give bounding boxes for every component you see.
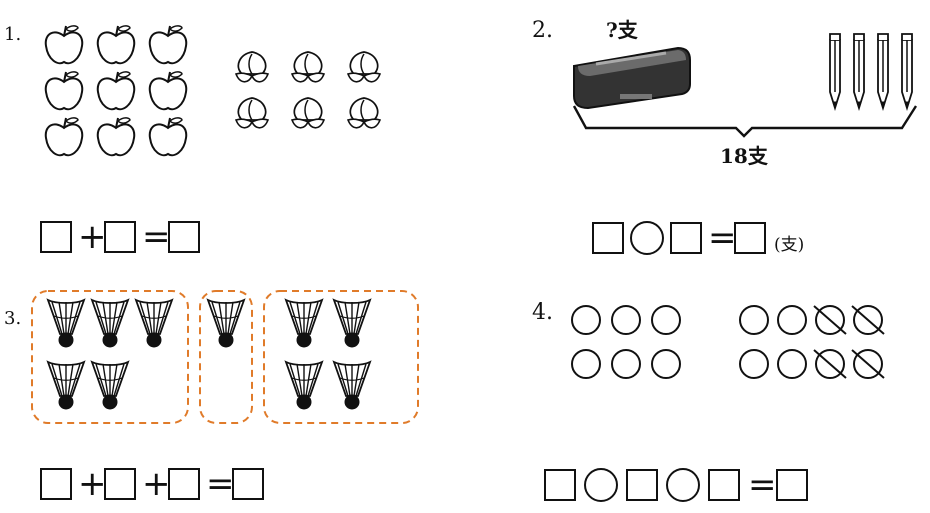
crossed-circle-icon	[813, 305, 847, 335]
pencil-icon	[853, 33, 865, 112]
answer-box[interactable]	[670, 222, 702, 254]
circle-icon	[777, 305, 807, 335]
circle-icon	[611, 305, 641, 335]
peach-grid	[234, 51, 382, 129]
answer-box[interactable]	[626, 469, 658, 501]
apple-grid	[44, 25, 188, 157]
dashed-group-frame	[31, 290, 189, 424]
shuttlecock-icon	[46, 298, 86, 348]
answer-box[interactable]	[708, 469, 740, 501]
equals-sign: =	[748, 465, 777, 505]
circle-icon	[739, 305, 769, 335]
circle-icon	[739, 349, 769, 379]
pencil-icon	[901, 33, 913, 112]
equation-4: =	[544, 468, 808, 502]
apple-icon	[44, 25, 84, 65]
problem-1-label: 1.	[4, 24, 22, 45]
answer-box[interactable]	[40, 468, 72, 500]
problem-3-label: 3.	[4, 308, 22, 329]
answer-box[interactable]	[734, 222, 766, 254]
total-label: 18支	[720, 144, 768, 168]
apple-icon	[96, 71, 136, 111]
peach-icon	[234, 51, 270, 83]
circle-icon	[777, 349, 807, 379]
pencil-group	[829, 33, 913, 112]
apple-icon	[148, 71, 188, 111]
circle-icon	[651, 349, 681, 379]
question-label: ?支	[606, 18, 638, 42]
equation-2: = (支)	[592, 221, 804, 255]
pencil-icon	[829, 33, 841, 112]
answer-box[interactable]	[40, 221, 72, 253]
shuttlecock-icon	[332, 298, 372, 348]
plus-sign: +	[78, 464, 107, 504]
crossed-circle-icon	[813, 349, 847, 379]
apple-icon	[96, 25, 136, 65]
problem-2-label: 2.	[532, 18, 553, 43]
equals-sign: =	[708, 218, 737, 258]
answer-box[interactable]	[232, 468, 264, 500]
equation-1: + =	[40, 217, 200, 257]
apple-icon	[96, 117, 136, 157]
crossed-circle-icon	[851, 349, 885, 379]
circle-icon	[571, 305, 601, 335]
plus-sign: +	[78, 217, 107, 257]
operator-circle[interactable]	[584, 468, 618, 502]
answer-box[interactable]	[544, 469, 576, 501]
unit-label: (支)	[774, 235, 805, 255]
peach-icon	[234, 97, 270, 129]
brace	[572, 105, 918, 138]
shuttlecock-icon	[284, 360, 324, 410]
circle-groups	[571, 305, 885, 379]
circle-icon	[651, 305, 681, 335]
shuttlecock-icon	[46, 360, 86, 410]
apple-icon	[148, 25, 188, 65]
shuttlecock-icon	[90, 298, 130, 348]
answer-box[interactable]	[168, 221, 200, 253]
operator-circle[interactable]	[666, 468, 700, 502]
shuttlecock-icon	[90, 360, 130, 410]
peach-icon	[290, 97, 326, 129]
answer-box[interactable]	[104, 221, 136, 253]
pencil-icon	[877, 33, 889, 112]
dashed-group-frame	[263, 290, 419, 424]
equals-sign: =	[206, 464, 235, 504]
answer-box[interactable]	[104, 468, 136, 500]
circle-icon	[611, 349, 641, 379]
shuttlecock-icon	[134, 298, 174, 348]
peach-icon	[346, 97, 382, 129]
shuttlecock-groups	[31, 290, 419, 424]
problem-4-label: 4.	[532, 300, 553, 325]
plus-sign: +	[142, 464, 171, 504]
shuttlecock-icon	[284, 298, 324, 348]
equation-3: + + =	[40, 464, 264, 504]
equals-sign: =	[142, 217, 171, 257]
answer-box[interactable]	[776, 469, 808, 501]
apple-icon	[44, 71, 84, 111]
apple-icon	[44, 117, 84, 157]
pencil-case-icon	[573, 46, 691, 110]
crossed-circle-icon	[851, 305, 885, 335]
shuttlecock-icon	[332, 360, 372, 410]
apple-icon	[148, 117, 188, 157]
dashed-group-frame	[199, 290, 253, 424]
peach-icon	[290, 51, 326, 83]
operator-circle[interactable]	[630, 221, 664, 255]
answer-box[interactable]	[168, 468, 200, 500]
shuttlecock-icon	[206, 298, 246, 348]
peach-icon	[346, 51, 382, 83]
answer-box[interactable]	[592, 222, 624, 254]
circle-icon	[571, 349, 601, 379]
